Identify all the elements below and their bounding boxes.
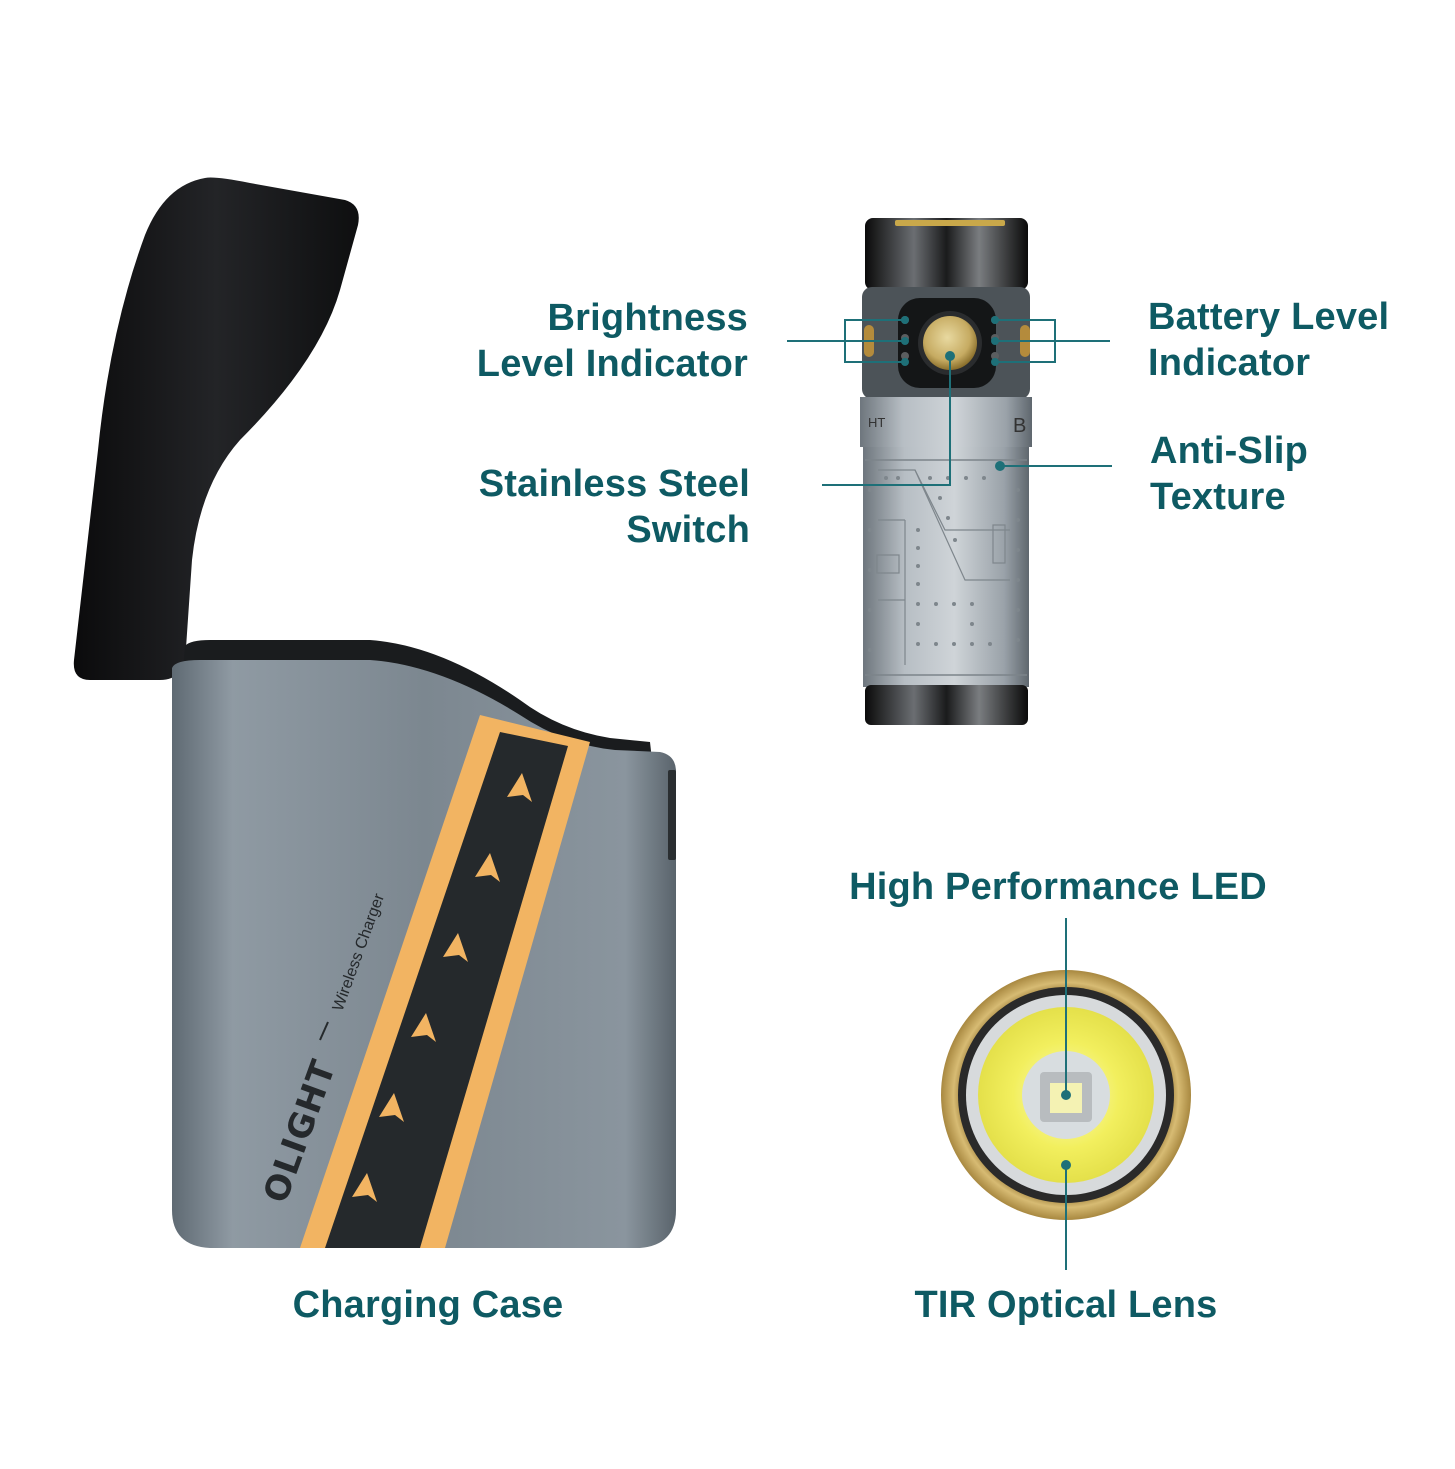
- callout-brightness-line1: Brightness: [547, 297, 748, 339]
- callout-tir-optical-lens: TIR Optical Lens: [914, 1284, 1218, 1326]
- callout-battery-line1: Battery Level: [1148, 296, 1390, 338]
- chevron-arrow-icons: [352, 773, 532, 1202]
- charging-case-illustration: OLIGHT Wireless Charger: [73, 177, 676, 1248]
- svg-text:HT: HT: [868, 415, 885, 430]
- callout-antislip-line1: Anti-Slip: [1150, 430, 1308, 472]
- callout-stainless-switch: Stainless Steel Switch: [479, 461, 750, 553]
- callout-battery-indicator: Battery Level Indicator: [1148, 294, 1389, 386]
- callout-high-performance-led: High Performance LED: [849, 866, 1267, 908]
- callout-anti-slip: Anti-Slip Texture: [1150, 428, 1308, 520]
- case-stripe-dark: [325, 732, 568, 1248]
- callout-charging-case: Charging Case: [292, 1284, 564, 1326]
- callout-lines: [787, 319, 1112, 1270]
- callout-dots: [901, 316, 1071, 1170]
- callout-antislip-line2: Texture: [1150, 476, 1286, 518]
- callout-brightness-line2: Level Indicator: [476, 343, 748, 385]
- case-lid: [73, 177, 359, 681]
- svg-text:B: B: [1013, 415, 1026, 437]
- callout-switch-line1: Stainless Steel: [478, 463, 750, 505]
- callout-brightness-indicator: Brightness Level Indicator: [477, 295, 748, 387]
- callout-switch-line2: Switch: [626, 509, 750, 551]
- flashlight-illustration: HT B: [860, 218, 1032, 725]
- callout-battery-line2: Indicator: [1148, 342, 1311, 384]
